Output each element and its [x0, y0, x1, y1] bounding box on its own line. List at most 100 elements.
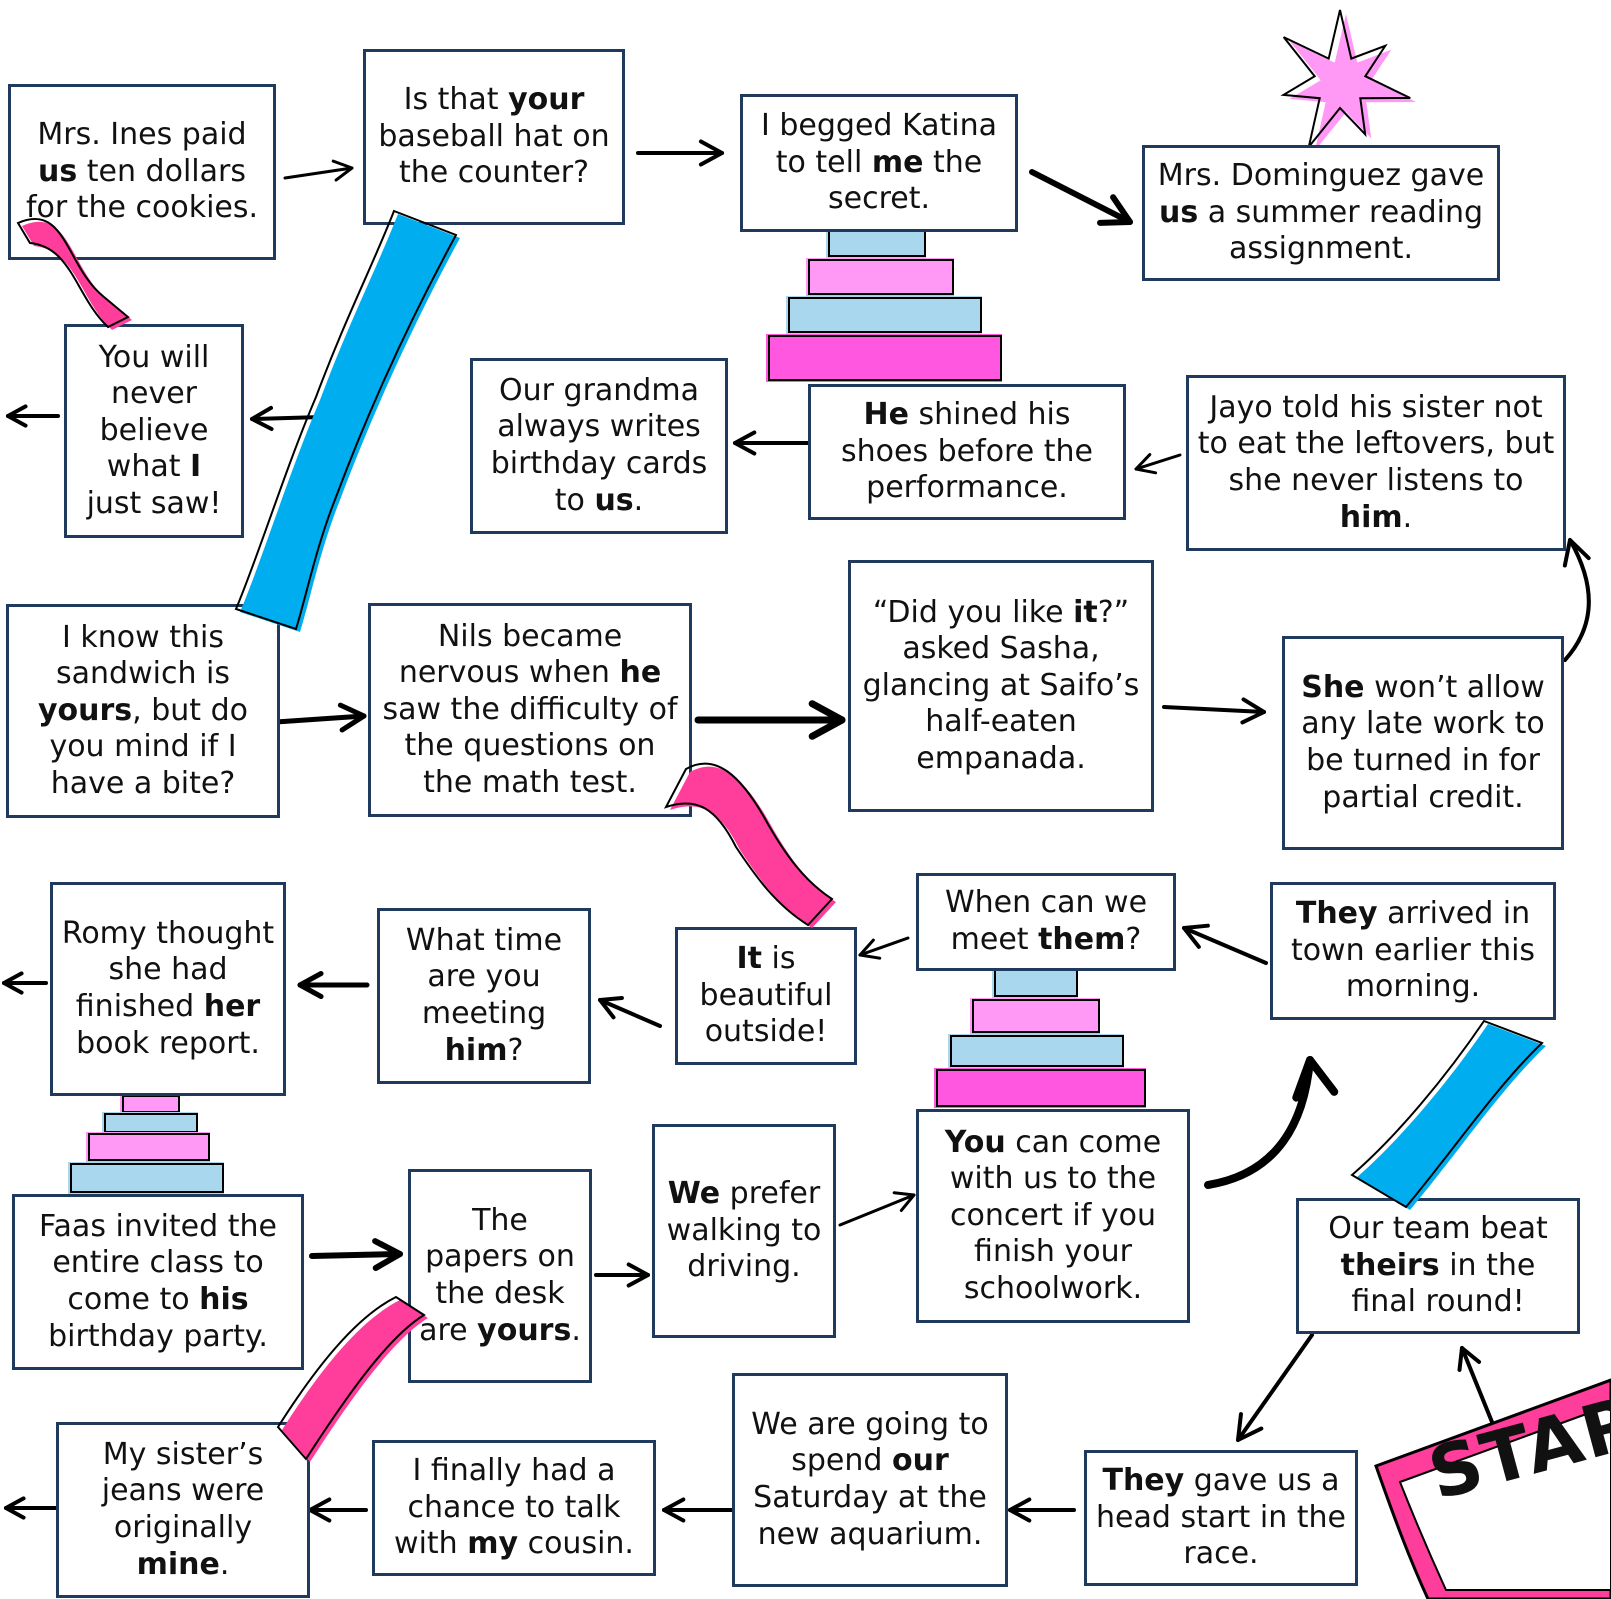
card-text: Is that your baseball hat on the counter…	[374, 82, 614, 192]
card-text-part: .	[633, 482, 644, 518]
card-text-part: book report.	[76, 1025, 260, 1061]
card-c14[interactable]: What time are you meeting him?	[377, 908, 591, 1084]
card-c08[interactable]: Jayo told his sister not to eat the left…	[1186, 375, 1566, 551]
card-text-part: Faas invited the entire class to come to	[39, 1208, 277, 1317]
card-text-part: arrived in town earlier this morning.	[1290, 896, 1536, 1005]
block-outline	[88, 1133, 210, 1161]
arrow-shaft	[1236, 1333, 1314, 1442]
card-c15[interactable]: It is beautiful outside!	[675, 927, 857, 1065]
card-text-part: Our team beat	[1328, 1211, 1548, 1247]
start-label[interactable]: START	[1420, 1367, 1611, 1517]
card-text: You will never believe what I just saw!	[75, 340, 233, 523]
block-outline	[828, 229, 926, 257]
card-text: We prefer walking to driving.	[663, 1176, 825, 1286]
arrow-shaft	[309, 1251, 403, 1259]
star-burst-icon	[1280, 9, 1417, 151]
pronoun-word: his	[199, 1282, 249, 1317]
card-c19[interactable]: The papers on the desk are yours.	[408, 1169, 592, 1383]
card-c04[interactable]: Mrs. Dominguez gave us a summer reading …	[1142, 145, 1500, 281]
card-c18[interactable]: Faas invited the entire class to come to…	[12, 1194, 304, 1370]
pronoun-word: him	[444, 1032, 508, 1068]
card-text-part: in the final round!	[1351, 1247, 1536, 1320]
block-outline	[808, 259, 954, 295]
card-text: “Did you like it?” asked Sasha, glancing…	[859, 595, 1143, 778]
card-text: I know this sandwich is yours, but do yo…	[17, 620, 269, 803]
card-c22[interactable]: Our team beat theirs in the final round!	[1296, 1198, 1580, 1334]
stacked-blocks-2	[934, 968, 1146, 1108]
card-text: We are going to spend our Saturday at th…	[743, 1407, 997, 1553]
pronoun-word: He	[863, 397, 909, 433]
arrow-head	[733, 430, 757, 456]
card-text-part: I finally had a chance to talk with	[394, 1453, 621, 1562]
card-c01[interactable]: Mrs. Ines paid us ten dollars for the co…	[8, 84, 276, 260]
card-text-part: I begged Katina to tell	[760, 108, 998, 180]
pronoun-word: It	[736, 941, 762, 977]
slide-outline	[1350, 1019, 1544, 1209]
slide-outline	[234, 209, 458, 631]
card-text: Our grandma always writes birthday cards…	[481, 373, 717, 519]
pronoun-word: your	[508, 82, 585, 118]
arrow-head	[598, 995, 624, 1020]
block-fill	[786, 296, 982, 334]
card-c05[interactable]: You will never believe what I just saw!	[64, 324, 244, 538]
card-text-part: You will never believe what	[98, 339, 210, 485]
arrow-shaft	[1134, 453, 1182, 471]
card-text: They arrived in town earlier this mornin…	[1281, 896, 1545, 1006]
card-c06[interactable]: Our grandma always writes birthday cards…	[470, 358, 728, 534]
arrow-shaft	[1460, 1346, 1494, 1424]
card-text-part: Mrs. Dominguez gave	[1157, 158, 1485, 194]
star-fill	[1289, 14, 1417, 151]
card-c26[interactable]: They gave us a head start in the race.	[1084, 1450, 1358, 1586]
pronoun-word: him	[1339, 499, 1403, 535]
card-text-part: won’t allow any late work to be turned i…	[1301, 669, 1545, 815]
block-fill	[806, 258, 954, 296]
card-c11[interactable]: “Did you like it?” asked Sasha, glancing…	[848, 560, 1154, 812]
card-text: Mrs. Dominguez gave us a summer reading …	[1153, 158, 1489, 268]
card-text-part: What time are you meeting	[405, 922, 563, 1031]
card-text-part: Nils became nervous when	[398, 618, 623, 691]
card-text-part: I know this sandwich is	[56, 619, 230, 692]
arrow-head	[1457, 1346, 1482, 1372]
block-outline	[122, 1095, 180, 1113]
arrow-head	[626, 1262, 650, 1288]
card-c03[interactable]: I begged Katina to tell me the secret.	[740, 94, 1018, 232]
block-fill	[766, 334, 1002, 382]
arrow-head	[698, 139, 724, 167]
card-text-part: Romy thought she had finished	[61, 915, 275, 1024]
pronoun-word: yours	[37, 692, 133, 728]
card-c10[interactable]: Nils became nervous when he saw the diff…	[368, 603, 692, 817]
card-c07[interactable]: He shined his shoes before the performan…	[808, 384, 1126, 520]
card-text-part: .	[571, 1312, 581, 1348]
card-c16[interactable]: When can we meet them?	[916, 873, 1176, 971]
card-c12[interactable]: She won’t allow any late work to be turn…	[1282, 636, 1564, 850]
card-text: My sister’s jeans were originally mine.	[67, 1437, 299, 1583]
card-text: Nils became nervous when he saw the diff…	[379, 619, 681, 802]
block-fill	[826, 228, 926, 258]
card-text-part: Mrs. Ines paid	[37, 117, 247, 153]
arrow-head	[331, 159, 354, 182]
arrow-curve	[1204, 1056, 1314, 1189]
card-text: I finally had a chance to talk with my c…	[383, 1453, 645, 1563]
arrow-shaft	[1162, 705, 1266, 714]
card-c13[interactable]: Romy thought she had finished her book r…	[50, 882, 286, 1096]
card-c25[interactable]: We are going to spend our Saturday at th…	[732, 1373, 1008, 1587]
arrow-head	[1240, 697, 1266, 725]
card-c21[interactable]: You can come with us to the concert if y…	[916, 1109, 1190, 1323]
card-c20[interactable]: We prefer walking to driving.	[652, 1124, 836, 1338]
card-c23[interactable]: My sister’s jeans were originally mine.	[56, 1422, 310, 1598]
card-c17[interactable]: They arrived in town earlier this mornin…	[1270, 882, 1556, 1020]
pronoun-word: We	[667, 1176, 721, 1212]
arrow-head	[1236, 1412, 1264, 1442]
card-c09[interactable]: I know this sandwich is yours, but do yo…	[6, 604, 280, 818]
card-c24[interactable]: I finally had a chance to talk with my c…	[372, 1440, 656, 1576]
card-text: Mrs. Ines paid us ten dollars for the co…	[19, 117, 265, 227]
arrow-head	[1562, 538, 1591, 568]
card-c02[interactable]: Is that your baseball hat on the counter…	[363, 49, 625, 225]
arrow-curve	[1563, 538, 1591, 662]
arrow-shaft	[273, 713, 367, 725]
card-text-part: Our grandma always writes birthday cards…	[490, 372, 708, 518]
block-fill	[68, 1162, 224, 1194]
card-text: Romy thought she had finished her book r…	[61, 916, 275, 1062]
star-outline	[1280, 9, 1411, 148]
